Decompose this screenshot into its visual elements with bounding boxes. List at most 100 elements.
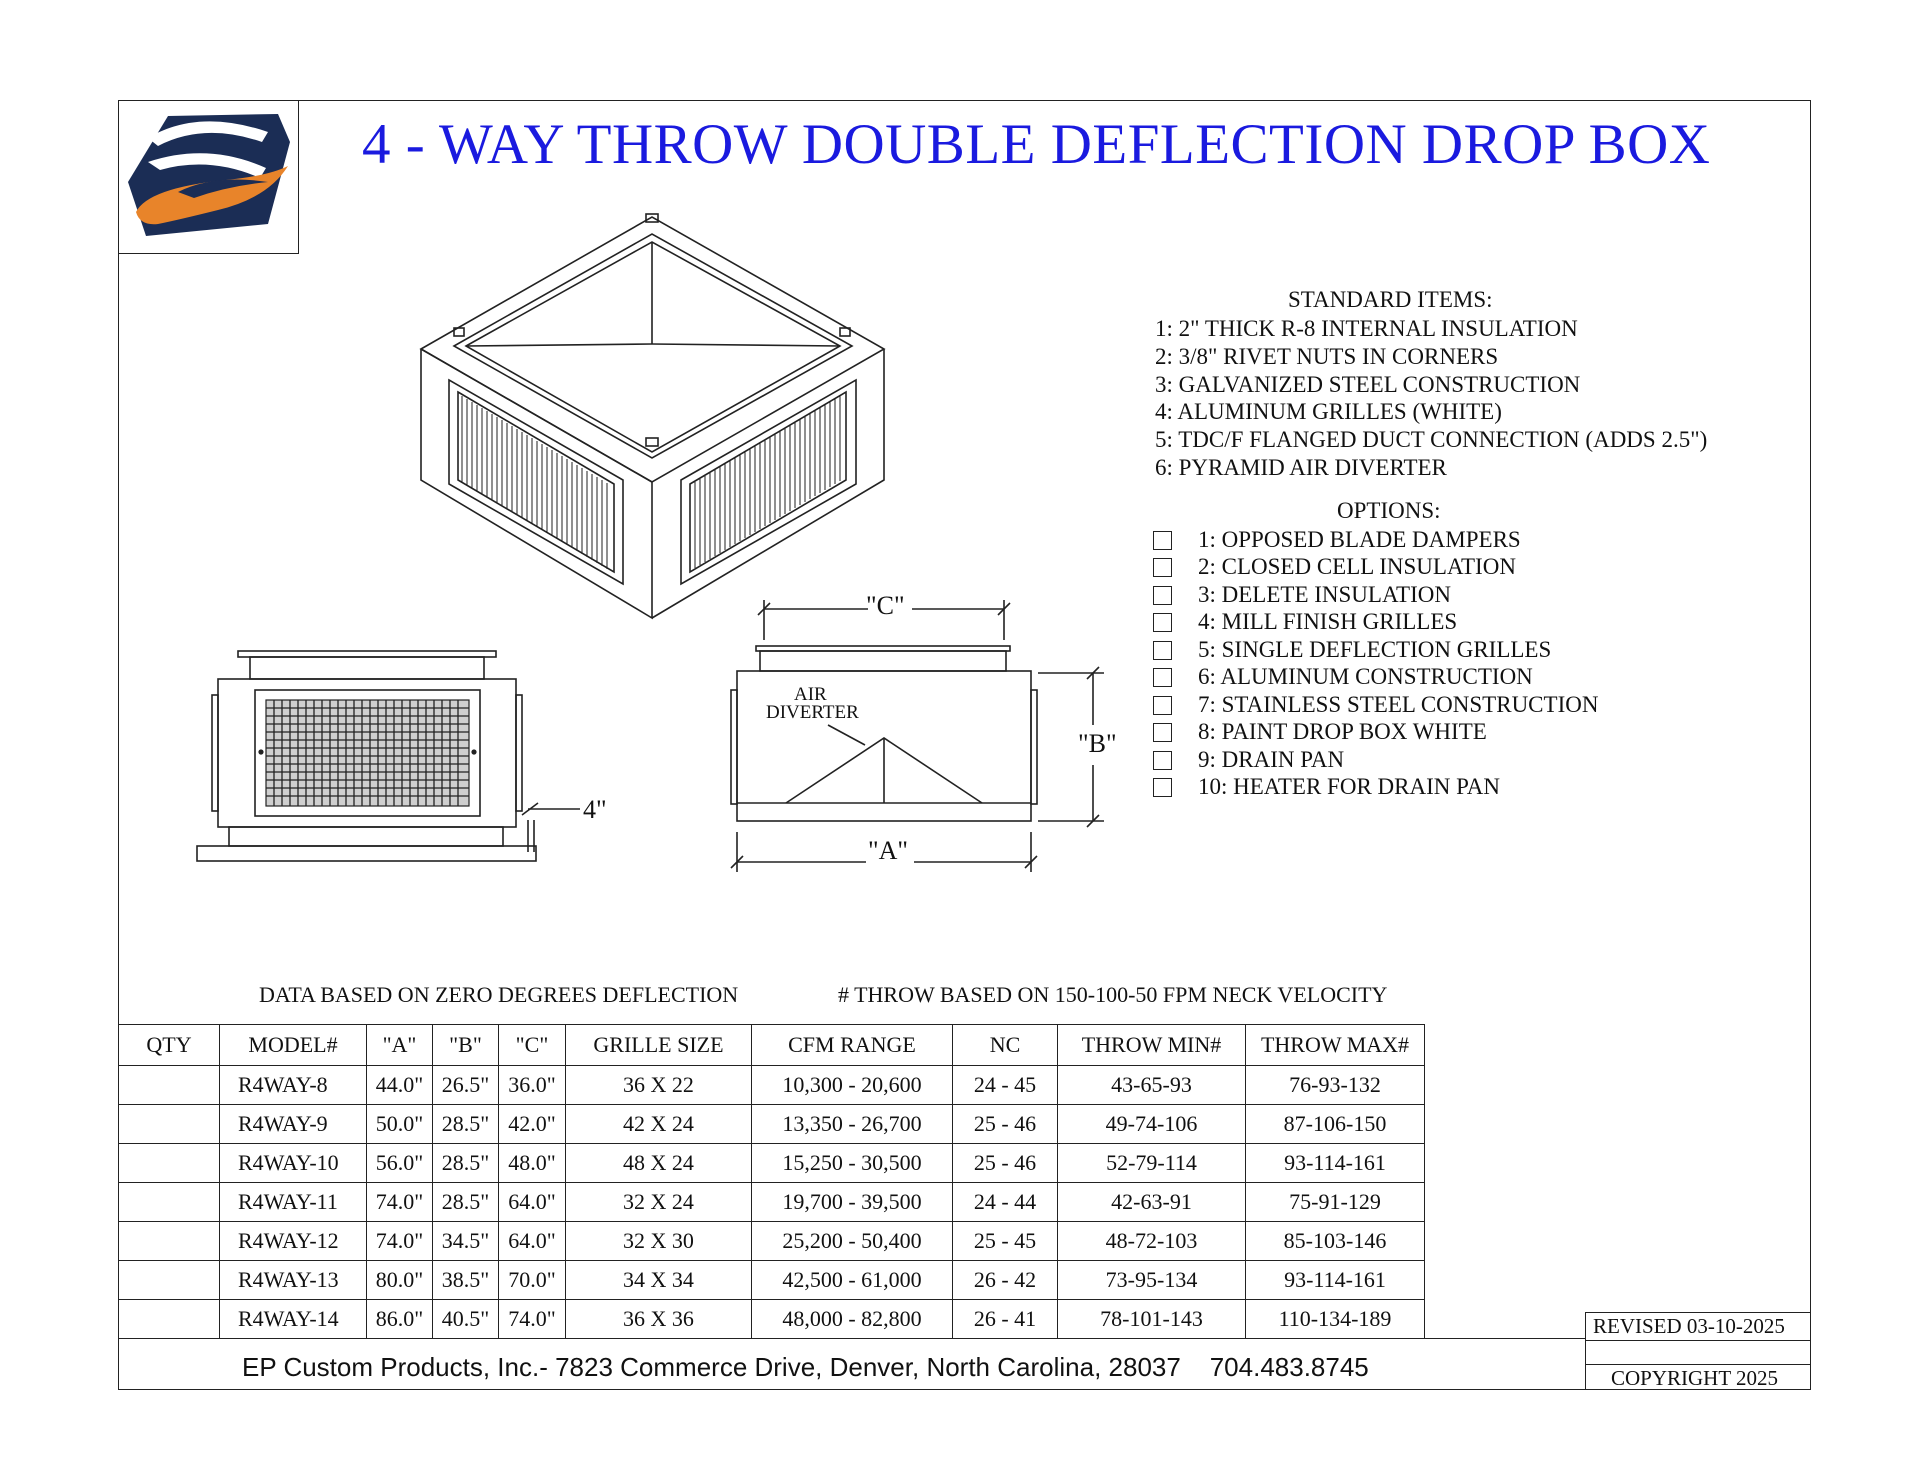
table-cell: 34.5" [432, 1221, 499, 1261]
table-cell: 42.0" [498, 1104, 566, 1144]
standard-item: 1: 2" THICK R-8 INTERNAL INSULATION [1155, 316, 1578, 341]
table-cell: 43-65-93 [1057, 1065, 1246, 1105]
table-cell: 28.5" [432, 1104, 499, 1144]
table-cell: 42-63-91 [1057, 1182, 1246, 1222]
qty-cell[interactable] [118, 1221, 220, 1261]
standard-item: 6: PYRAMID AIR DIVERTER [1155, 454, 1447, 480]
column-header: "C" [498, 1024, 566, 1066]
table-cell: 48-72-103 [1057, 1221, 1246, 1261]
qty-cell[interactable] [118, 1143, 220, 1183]
qty-cell[interactable] [118, 1299, 220, 1339]
option-checkbox[interactable] [1153, 696, 1172, 715]
table-cell: R4WAY-10 [219, 1143, 367, 1183]
revised-date: REVISED 03-10-2025 [1593, 1314, 1785, 1338]
table-cell: 85-103-146 [1245, 1221, 1425, 1261]
isometric-view [419, 213, 886, 620]
table-cell: 10,300 - 20,600 [751, 1065, 953, 1105]
deflection-note: DATA BASED ON ZERO DEGREES DEFLECTION [259, 982, 739, 1007]
qty-cell[interactable] [118, 1260, 220, 1300]
option-checkbox[interactable] [1153, 668, 1172, 687]
grille-louvers-left [461, 396, 608, 569]
table-cell: 49-74-106 [1057, 1104, 1246, 1144]
table-cell: 73-95-134 [1057, 1260, 1246, 1300]
table-cell: 64.0" [498, 1221, 566, 1261]
option-label: 10: HEATER FOR DRAIN PAN [1198, 774, 1501, 799]
air-diverter-label-2: DIVERTER [766, 702, 859, 723]
table-cell: 40.5" [432, 1299, 499, 1339]
option-label: 5: SINGLE DEFLECTION GRILLES [1198, 637, 1552, 662]
table-cell: 15,250 - 30,500 [751, 1143, 953, 1183]
qty-cell[interactable] [118, 1065, 220, 1105]
option-label: 8: PAINT DROP BOX WHITE [1198, 719, 1487, 744]
qty-cell[interactable] [118, 1104, 220, 1144]
option-label: 6: ALUMINUM CONSTRUCTION [1198, 664, 1533, 689]
option-label: 1: OPPOSED BLADE DAMPERS [1198, 527, 1521, 552]
table-cell: 76-93-132 [1245, 1065, 1425, 1105]
option-label: 3: DELETE INSULATION [1198, 582, 1451, 607]
standard-item: 5: TDC/F FLANGED DUCT CONNECTION (ADDS 2… [1155, 427, 1708, 453]
standard-item: 4: ALUMINUM GRILLES (WHITE) [1155, 399, 1502, 425]
table-cell: 64.0" [498, 1182, 566, 1222]
table-cell: 93-114-161 [1245, 1260, 1425, 1300]
table-cell: R4WAY-9 [219, 1104, 367, 1144]
table-cell: 56.0" [366, 1143, 433, 1183]
dimension-b-label: "B" [1078, 729, 1117, 758]
table-cell: 24 - 45 [952, 1065, 1058, 1105]
table-cell: R4WAY-14 [219, 1299, 367, 1339]
table-cell: R4WAY-12 [219, 1221, 367, 1261]
table-cell: R4WAY-8 [219, 1065, 367, 1105]
table-cell: 87-106-150 [1245, 1104, 1425, 1144]
footer-divider [118, 1338, 1585, 1339]
throw-note: # THROW BASED ON 150-100-50 FPM NECK VEL… [838, 982, 1388, 1007]
qty-cell[interactable] [118, 1182, 220, 1222]
option-checkbox[interactable] [1153, 558, 1172, 577]
standard-items-heading: STANDARD ITEMS: [1288, 287, 1493, 312]
table-cell: 48 X 24 [565, 1143, 752, 1183]
table-cell: 25,200 - 50,400 [751, 1221, 953, 1261]
table-cell: 75-91-129 [1245, 1182, 1425, 1222]
table-cell: 50.0" [366, 1104, 433, 1144]
table-cell: 36.0" [498, 1065, 566, 1105]
column-header: NC [952, 1024, 1058, 1066]
table-cell: 13,350 - 26,700 [751, 1104, 953, 1144]
option-checkbox[interactable] [1153, 641, 1172, 660]
egg-crate-grille [266, 700, 469, 806]
option-checkbox[interactable] [1153, 613, 1172, 632]
table-cell: 48.0" [498, 1143, 566, 1183]
option-label: 9: DRAIN PAN [1198, 747, 1345, 772]
grille-louvers-right [694, 395, 841, 568]
page-title: 4 - WAY THROW DOUBLE DEFLECTION DROP BOX [362, 113, 1711, 176]
drawing-frame [118, 100, 1811, 1390]
table-cell: 48,000 - 82,800 [751, 1299, 953, 1339]
option-checkbox[interactable] [1153, 751, 1172, 770]
revision-box [1585, 1312, 1811, 1390]
table-cell: 32 X 30 [565, 1221, 752, 1261]
column-header: "A" [366, 1024, 433, 1066]
dimension-4-label: 4" [583, 795, 607, 824]
logo-box [118, 100, 299, 254]
option-checkbox[interactable] [1153, 778, 1172, 797]
table-cell: 34 X 34 [565, 1260, 752, 1300]
column-header: MODEL# [219, 1024, 367, 1066]
table-cell: 42,500 - 61,000 [751, 1260, 953, 1300]
copyright: COPYRIGHT 2025 [1611, 1366, 1779, 1390]
table-cell: 26 - 41 [952, 1299, 1058, 1339]
table-cell: 26.5" [432, 1065, 499, 1105]
table-cell: 70.0" [498, 1260, 566, 1300]
table-cell: 36 X 22 [565, 1065, 752, 1105]
table-cell: 36 X 36 [565, 1299, 752, 1339]
table-cell: 25 - 46 [952, 1104, 1058, 1144]
option-label: 2: CLOSED CELL INSULATION [1198, 554, 1516, 579]
revision-divider [1585, 1340, 1811, 1341]
table-cell: 74.0" [366, 1182, 433, 1222]
table-cell: 38.5" [432, 1260, 499, 1300]
option-checkbox[interactable] [1153, 586, 1172, 605]
option-checkbox[interactable] [1153, 723, 1172, 742]
option-checkbox[interactable] [1153, 531, 1172, 550]
standard-item: 2: 3/8" RIVET NUTS IN CORNERS [1155, 343, 1499, 369]
